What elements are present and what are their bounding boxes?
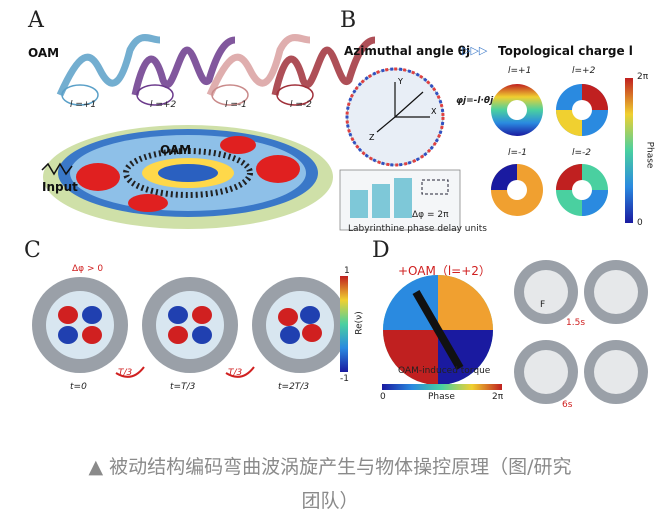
helix-group [56, 34, 376, 106]
svg-text:Z: Z [369, 133, 375, 142]
phase-colorbar [625, 78, 633, 223]
phase-colorbar-bottom: 0 [637, 218, 643, 228]
oam-label: OAM [28, 46, 60, 60]
vortex-plot-2 [556, 84, 608, 136]
arrow-label-1: T/3 [118, 368, 133, 378]
re-colorbar-top: 1 [344, 266, 350, 276]
mode-label-1: l=+1 [508, 66, 532, 76]
figure: A OAM l =+1 l =+2 l =-1 l =-2 [24, 8, 655, 410]
phase-vortex-plots [491, 84, 608, 216]
mode-label-3: l=-1 [508, 148, 528, 158]
arrows-icon: ▷▷▷ [462, 44, 488, 57]
vortex-plot-1 [491, 84, 543, 136]
plate-field-image [41, 125, 333, 229]
delta-phi-label: Δφ = 2π [412, 210, 449, 220]
oam-plus-label: +OAM（l=+2） [398, 264, 491, 278]
phase-colorbar-top: 2π [637, 72, 649, 82]
phase-equation: φj=-l·θj [456, 96, 494, 106]
vortex-plot-3 [491, 164, 543, 216]
azimuthal-circle-diagram: Y X Z [345, 67, 445, 167]
photo-3 [514, 340, 578, 404]
torque-field-image [383, 275, 493, 385]
azimuthal-title: Azimuthal angle θj [344, 44, 471, 58]
mode-label-2: l=+2 [572, 66, 596, 76]
delta-phi-positive-label: Δφ > 0 [72, 264, 104, 274]
snapshot-2 [142, 277, 238, 373]
time-label-d-2: 6s [562, 400, 573, 410]
snapshot-3 [252, 277, 348, 373]
time-label-d-1: 1.5s [566, 318, 586, 328]
phase-d-min: 0 [380, 392, 386, 402]
panel-d-letter: D [372, 238, 390, 263]
re-axis-label: Re(ν) [354, 311, 365, 335]
phase-axis-label: Phase [644, 141, 655, 169]
re-colorbar-bottom: -1 [340, 374, 349, 384]
photo-4 [584, 340, 648, 404]
helix-label-2: l =+2 [150, 100, 177, 110]
torque-label: OAM-induced torque [398, 366, 491, 376]
helix-1-icon [56, 34, 161, 106]
oam-center-label: OAM [160, 143, 192, 157]
panel-a-letter: A [28, 8, 44, 33]
panel-b-letter: B [340, 8, 357, 33]
helix-2-icon [131, 36, 236, 106]
panel-c-letter: C [24, 238, 41, 263]
re-field-snapshots [32, 277, 348, 378]
input-label: Input [42, 180, 78, 194]
svg-text:X: X [431, 107, 437, 116]
helix-4-icon [271, 36, 376, 106]
helix-label-1: l =+1 [70, 100, 97, 110]
caption-line-1: ▲ 被动结构编码弯曲波涡旋产生与物体操控原理（图/研究 [88, 456, 572, 478]
time-label-3: t=2T/3 [278, 382, 310, 392]
arrow-label-2: T/3 [228, 368, 243, 378]
units-label: Labyrinthine phase delay units [348, 224, 487, 234]
helix-label-4: l =-2 [290, 100, 312, 110]
re-colorbar [340, 276, 348, 372]
figure-caption: ▲ 被动结构编码弯曲波涡旋产生与物体操控原理（图/研究 团队） [20, 450, 640, 518]
time-label-1: t=0 [70, 382, 87, 392]
snapshot-1 [32, 277, 128, 373]
labyrinth-units-diagram [339, 169, 461, 231]
svg-text:Y: Y [397, 77, 403, 86]
phase-d-max: 2π [492, 392, 504, 402]
helix-3-icon [206, 34, 311, 106]
time-label-2: t=T/3 [170, 382, 196, 392]
helix-label-3: l =-1 [225, 100, 247, 110]
photo-1 [514, 260, 578, 324]
photo-2 [584, 260, 648, 324]
rotation-photos [514, 260, 648, 404]
caption-line-2: 团队） [301, 490, 359, 512]
topological-title: Topological charge l [498, 44, 633, 58]
vortex-plot-4 [556, 164, 608, 216]
phase-bar-d [382, 384, 502, 390]
force-label: F [540, 300, 546, 310]
mode-label-4: l=-2 [572, 148, 592, 158]
phase-d-axis: Phase [428, 392, 455, 402]
